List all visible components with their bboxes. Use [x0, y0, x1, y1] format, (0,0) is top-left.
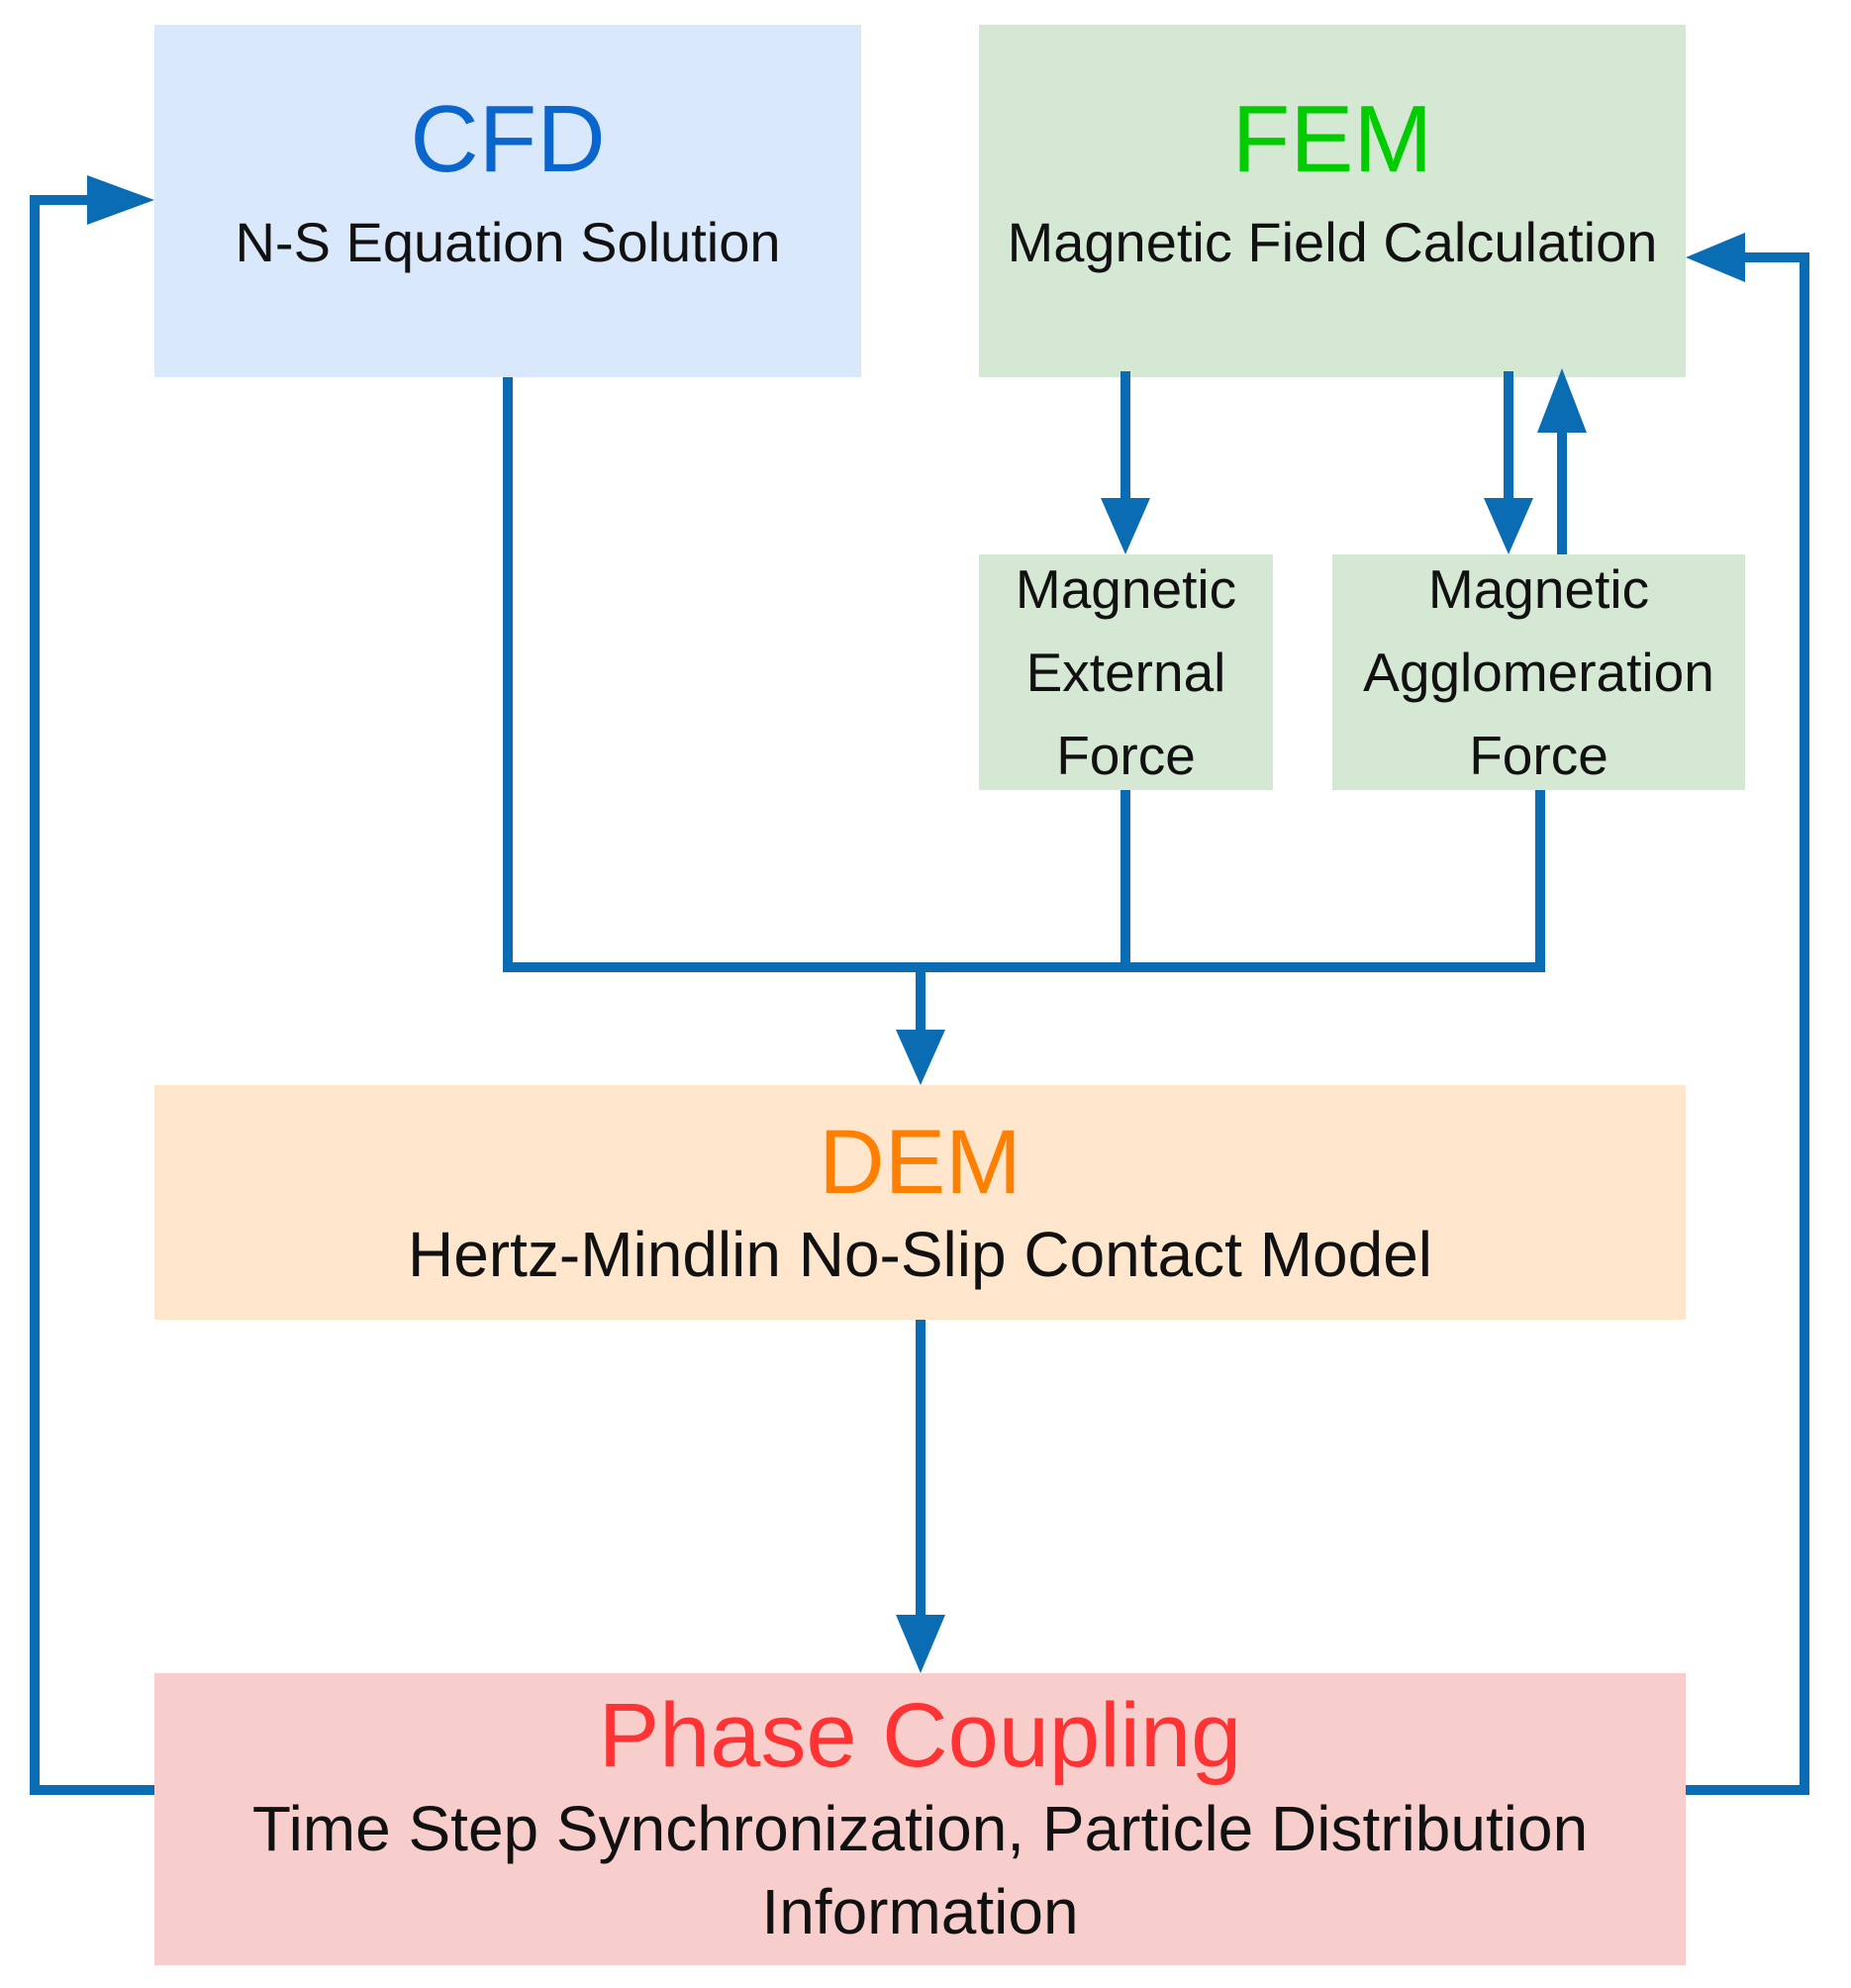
cfd-subtitle: N-S Equation Solution	[235, 211, 781, 274]
magnetic-agglomeration-force-node: Magnetic Agglomeration Force	[1332, 554, 1745, 790]
arrowhead-right-cfd	[87, 175, 154, 225]
maf-line-1: Magnetic	[1427, 558, 1650, 620]
mef-line-2: External	[1025, 642, 1226, 703]
phase-to-cfd-line	[30, 195, 154, 1795]
phase-coupling-node: Phase Coupling Time Step Synchronization…	[154, 1673, 1686, 1965]
arrowhead-down-mef	[1101, 498, 1150, 554]
arrowhead-down-maf	[1484, 498, 1533, 554]
dem-node: DEM Hertz-Mindlin No-Slip Contact Model	[154, 1085, 1686, 1320]
maf-line-2: Agglomeration	[1363, 642, 1714, 703]
phase-coupling-subtitle-line-2: Information	[761, 1876, 1079, 1948]
phase-to-fem-line	[1686, 252, 1809, 1795]
fem-title: FEM	[1231, 85, 1433, 192]
arrowhead-up-fem	[1537, 368, 1587, 433]
phase-coupling-title: Phase Coupling	[598, 1684, 1242, 1786]
mef-line-3: Force	[1056, 725, 1196, 786]
cfd-to-junction-line	[503, 377, 1545, 972]
cfd-title: CFD	[410, 85, 606, 192]
dem-title: DEM	[819, 1111, 1022, 1213]
arrowhead-down-dem	[896, 1030, 945, 1085]
fem-subtitle: Magnetic Field Calculation	[1007, 211, 1658, 274]
arrowhead-left-fem	[1686, 233, 1745, 282]
dem-subtitle: Hertz-Mindlin No-Slip Contact Model	[407, 1218, 1433, 1290]
fem-node: FEM Magnetic Field Calculation	[979, 25, 1686, 377]
arrowhead-down-phase	[896, 1615, 945, 1673]
mef-line-1: Magnetic	[1015, 558, 1237, 620]
maf-line-3: Force	[1469, 725, 1608, 786]
magnetic-external-force-node: Magnetic External Force	[979, 554, 1273, 790]
phase-coupling-subtitle-line-1: Time Step Synchronization, Particle Dist…	[251, 1793, 1589, 1865]
cfd-node: CFD N-S Equation Solution	[154, 25, 861, 377]
